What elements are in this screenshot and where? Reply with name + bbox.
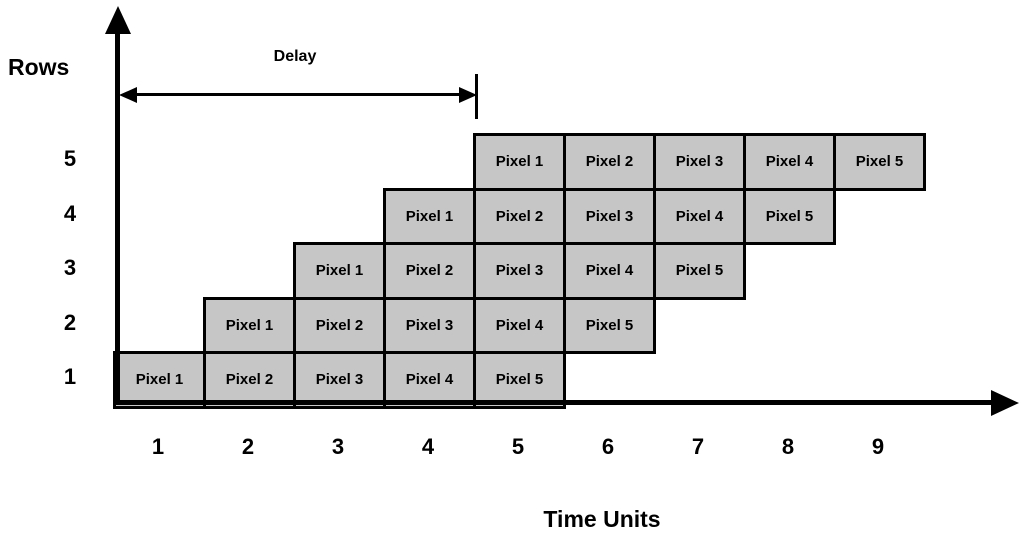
- row-tick-label: 3: [63, 255, 77, 281]
- y-axis-label: Rows: [8, 54, 70, 80]
- x-axis-arrowhead-icon: [991, 390, 1019, 416]
- delay-arrowhead-left-icon: [119, 87, 137, 103]
- pixel-cell: Pixel 3: [653, 133, 746, 191]
- row-tick-label: 4: [63, 200, 77, 226]
- pixel-cell: Pixel 5: [743, 187, 836, 245]
- pixel-cell: Pixel 2: [383, 242, 476, 300]
- row-tick-label: 2: [63, 309, 77, 335]
- pixel-cell: Pixel 4: [473, 296, 566, 354]
- delay-arrow-line: [124, 93, 472, 96]
- pixel-cell: Pixel 2: [203, 351, 296, 409]
- pixel-cell: Pixel 3: [293, 351, 386, 409]
- pixel-cell: Pixel 1: [383, 187, 476, 245]
- time-tick-label: 6: [601, 434, 615, 459]
- row-tick-label: 5: [63, 146, 77, 172]
- pixel-cell: Pixel 1: [203, 296, 296, 354]
- y-axis-line: [115, 30, 120, 405]
- pixel-cell: Pixel 5: [563, 296, 656, 354]
- time-tick-label: 5: [511, 434, 525, 459]
- x-axis-label: Time Units: [543, 506, 661, 532]
- pixel-cell: Pixel 5: [653, 242, 746, 300]
- delay-arrowhead-right-icon: [459, 87, 477, 103]
- pixel-cell: Pixel 4: [653, 187, 746, 245]
- time-tick-label: 7: [691, 434, 705, 459]
- pixel-cell: Pixel 2: [293, 296, 386, 354]
- time-tick-label: 9: [871, 434, 885, 459]
- pixel-cell: Pixel 4: [563, 242, 656, 300]
- x-axis-line: [115, 400, 993, 405]
- pixel-cell: Pixel 2: [473, 187, 566, 245]
- time-tick-label: 8: [781, 434, 795, 459]
- pixel-cell: Pixel 1: [473, 133, 566, 191]
- time-tick-label: 4: [421, 434, 435, 459]
- pixel-cell: Pixel 2: [563, 133, 656, 191]
- time-tick-label: 3: [331, 434, 345, 459]
- delay-end-tick: [475, 74, 478, 119]
- time-tick-label: 2: [241, 434, 255, 459]
- pixel-cell: Pixel 5: [833, 133, 926, 191]
- pixel-cell: Pixel 4: [743, 133, 836, 191]
- pixel-cell: Pixel 3: [383, 296, 476, 354]
- y-axis-arrowhead-icon: [105, 6, 131, 34]
- delay-label: Delay: [273, 48, 317, 65]
- row-tick-label: 1: [63, 364, 77, 390]
- pixel-cell: Pixel 3: [563, 187, 656, 245]
- time-tick-label: 1: [151, 434, 165, 459]
- pixel-cell: Pixel 1: [293, 242, 386, 300]
- pixel-cell: Pixel 4: [383, 351, 476, 409]
- pixel-cell: Pixel 3: [473, 242, 566, 300]
